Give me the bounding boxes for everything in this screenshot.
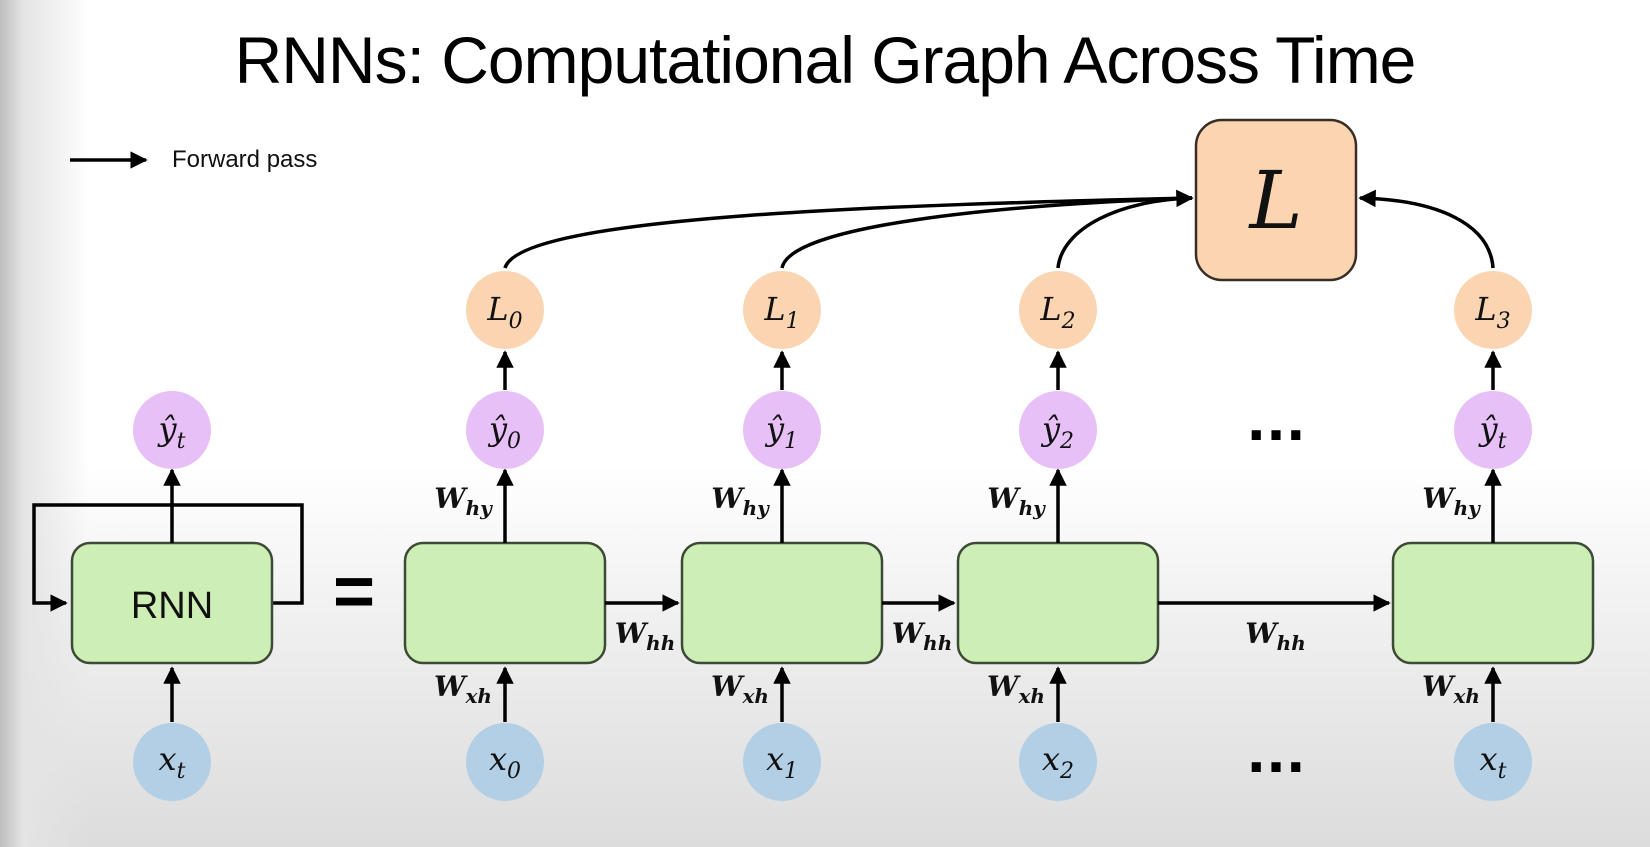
legend-label: Forward pass — [172, 146, 318, 173]
input-node — [1019, 723, 1097, 801]
rnn-cell — [956, 541, 1160, 665]
timestep-0 — [403, 271, 680, 801]
folded-rnn: RNN ŷt xt — [32, 391, 304, 801]
output-node — [133, 391, 211, 469]
output-node-label: ŷt — [157, 410, 186, 454]
input-node — [1454, 723, 1532, 801]
loss-node-label: L2 — [1039, 290, 1075, 334]
output-node — [743, 391, 821, 469]
loss-arrow-3 — [1358, 189, 1495, 269]
loss-arrow-1 — [780, 196, 1193, 269]
loss-arrow-0 — [503, 189, 1194, 269]
equals-sign: = — [333, 552, 375, 632]
input-node-label: xt — [159, 740, 186, 784]
output-node-label: ŷ2 — [1040, 410, 1074, 454]
recurrence-loop-arrow — [32, 503, 304, 612]
why-label: Why — [711, 482, 770, 520]
slide-title: RNNs: Computational Graph Across Time — [234, 23, 1417, 97]
total-loss-label: L — [1247, 154, 1302, 247]
output-node-label: ŷ1 — [764, 410, 798, 454]
loss-connections — [503, 189, 1495, 269]
loss-node-label: L0 — [486, 290, 522, 334]
whh-label: Whh — [1245, 617, 1306, 655]
unrolled-graph: L0ŷ0x0WhyWxhWhhL1ŷ1x1WhyWxhWhhL2ŷ2x2WhyW… — [403, 271, 1595, 801]
wxh-label: Wxh — [987, 670, 1045, 708]
loss-node — [743, 271, 821, 349]
why-label: Why — [987, 482, 1046, 520]
input-node — [133, 723, 211, 801]
input-node — [466, 723, 544, 801]
input-node-label: x1 — [766, 740, 798, 784]
output-node — [1454, 391, 1532, 469]
loss-arrow-2 — [1056, 196, 1193, 269]
wxh-label: Wxh — [711, 670, 769, 708]
input-node-label: x0 — [489, 740, 521, 784]
timestep-2 — [956, 271, 1391, 801]
wxh-label: Wxh — [1422, 670, 1480, 708]
why-label: Why — [1422, 482, 1481, 520]
whh-label: Whh — [615, 617, 676, 655]
wxh-label: Wxh — [434, 670, 492, 708]
output-node — [466, 391, 544, 469]
timestep-3 — [1391, 271, 1595, 801]
total-loss: L — [1194, 118, 1358, 282]
input-node — [743, 723, 821, 801]
rnn-cell — [680, 541, 884, 665]
loss-node — [466, 271, 544, 349]
input-node-label: x2 — [1042, 740, 1074, 784]
output-node-label: ŷt — [1478, 410, 1507, 454]
loss-node — [1019, 271, 1097, 349]
timestep-1 — [680, 271, 956, 801]
loss-node — [1454, 271, 1532, 349]
rnn-cell — [403, 541, 607, 665]
total-loss-box — [1194, 118, 1358, 282]
input-node-label: xt — [1480, 740, 1507, 784]
loss-node-label: L3 — [1474, 290, 1510, 334]
whh-label: Whh — [892, 617, 953, 655]
ellipsis-outputs: ... — [1246, 393, 1305, 453]
why-label: Why — [434, 482, 493, 520]
output-node — [1019, 391, 1097, 469]
ellipsis-inputs: ... — [1246, 725, 1305, 785]
output-node-label: ŷ0 — [487, 410, 521, 454]
loss-node-label: L1 — [763, 290, 799, 334]
rnn-cell-label: RNN — [131, 585, 213, 627]
rnn-cell — [1391, 541, 1595, 665]
